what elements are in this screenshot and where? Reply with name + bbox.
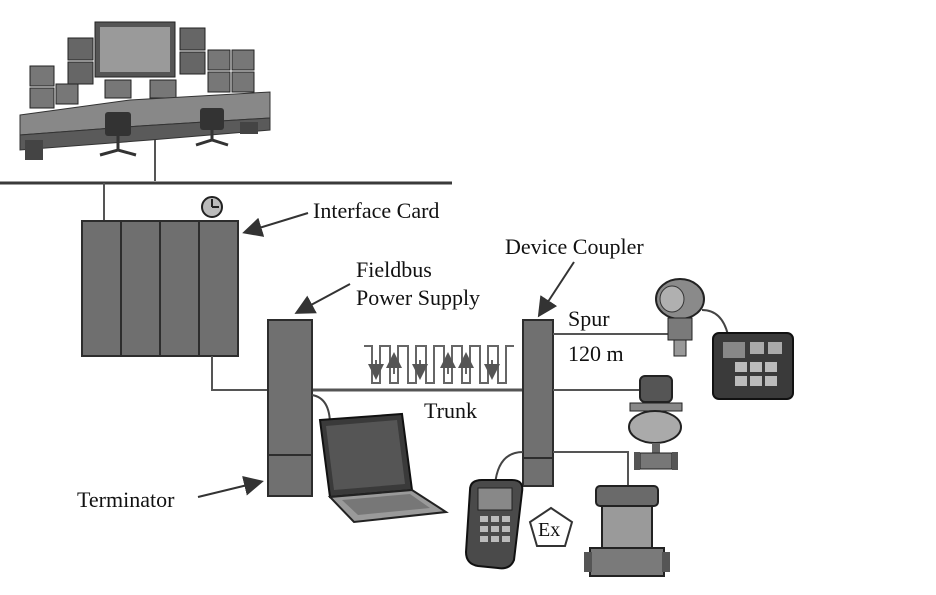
- spur-line-transmitter: [553, 451, 629, 488]
- power-supply-label: Power Supply: [356, 285, 481, 310]
- signal-waveform: [364, 345, 514, 384]
- power-supply-arrow: [294, 283, 351, 314]
- laptop-icon: [318, 412, 449, 524]
- cabinet-trunk-link: [211, 356, 268, 391]
- pressure-transmitter-icon: [655, 278, 705, 357]
- clock-icon: [201, 196, 223, 218]
- spur-length-label: 120 m: [568, 341, 624, 366]
- spur-label: Spur: [568, 306, 610, 331]
- handheld-communicator-icon: [464, 479, 524, 570]
- terminator-label: Terminator: [77, 487, 175, 512]
- fieldbus-power-supply: [267, 319, 313, 497]
- control-room-console: [19, 21, 271, 160]
- fieldbus-label: Fieldbus: [356, 257, 432, 282]
- interface-card-cabinet: [81, 220, 239, 357]
- dp-transmitter-icon: [584, 485, 670, 577]
- ex-hazard-icon: [528, 506, 574, 547]
- ex-mark-label: Ex: [538, 519, 561, 541]
- terminator-arrow: [197, 476, 264, 498]
- device-coupler-label: Device Coupler: [505, 234, 644, 259]
- interface-card-label: Interface Card: [313, 198, 440, 223]
- calibrator-cable: [701, 309, 729, 336]
- control-valve-icon: [628, 375, 683, 470]
- device-coupler: [522, 319, 554, 487]
- field-calibrator-icon: [712, 332, 794, 400]
- device-coupler-arrow: [537, 261, 575, 318]
- trunk-label: Trunk: [424, 398, 477, 423]
- interface-card-arrow: [242, 212, 309, 237]
